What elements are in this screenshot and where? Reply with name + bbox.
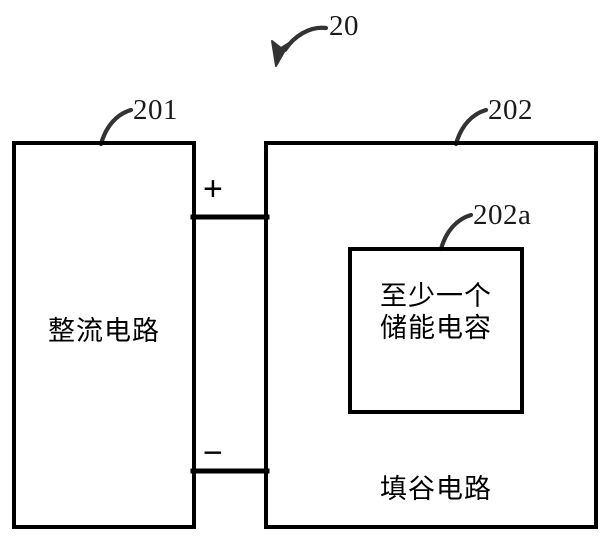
leader-arrow-20 (271, 25, 329, 67)
valley-fill-block-label: 填谷电路 (380, 474, 492, 505)
reference-numeral-201: 201 (133, 94, 178, 126)
leader-line-202 (453, 107, 489, 147)
storage-capacitor-label-line-2: 储能电容 (380, 312, 492, 344)
positive-terminal-sign: + (203, 170, 223, 208)
rectifier-box (12, 141, 196, 529)
rectifier-block-label: 整流电路 (48, 316, 160, 347)
storage-capacitor-box (348, 247, 524, 414)
reference-numeral-202: 202 (488, 94, 533, 126)
leader-line-202a (438, 212, 474, 252)
storage-capacitor-label-line-1: 至少一个 (380, 281, 492, 312)
reference-numeral-20: 20 (329, 10, 359, 42)
valley-fill-box (264, 141, 598, 529)
leader-line-201 (98, 107, 134, 147)
negative-terminal-sign: − (203, 434, 223, 472)
reference-numeral-202a: 202a (473, 199, 532, 231)
storage-capacitor-block-label: 至少一个 储能电容 (350, 281, 522, 345)
